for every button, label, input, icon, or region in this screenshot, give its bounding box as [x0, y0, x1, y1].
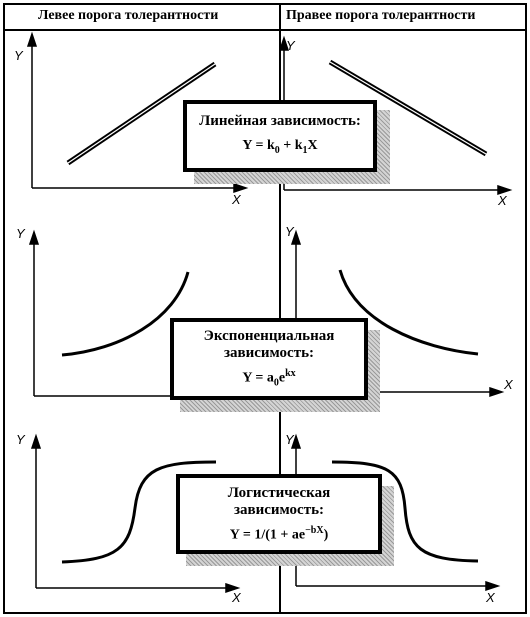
logistic-increasing-curve	[61, 460, 217, 564]
axis-label-x: X	[231, 192, 242, 207]
linear-formula: Y = k0 + k1X	[242, 138, 318, 156]
header-left: Левее порога толерантности	[38, 8, 219, 23]
outer-border	[3, 3, 527, 614]
logistic-formula-box: Логистическая зависимость: Y = 1/(1 + ae…	[176, 474, 382, 554]
linear-decreasing-curve	[328, 59, 488, 157]
axis-label-x: X	[485, 590, 496, 605]
linear-title: Линейная зависимость:	[199, 113, 361, 129]
axis-label-y: Y	[285, 432, 295, 447]
exponential-formula: Y = a0ekx	[242, 368, 296, 389]
axis-label-x: X	[231, 590, 242, 605]
header-right: Правее порога толерантности	[286, 8, 476, 23]
logistic-title-line2: зависимость:	[233, 502, 325, 518]
axis-label-y: Y	[285, 224, 295, 239]
axis-label-y: Y	[286, 38, 296, 53]
axis-label-y: Y	[16, 226, 26, 241]
exponential-increasing-curve	[61, 271, 190, 357]
exponential-title-line2: зависимость:	[223, 345, 315, 361]
logistic-title-line1: Логистическая	[227, 485, 331, 501]
exponential-decreasing-curve	[338, 269, 479, 356]
exponential-formula-box: Экспоненциальная зависимость: Y = a0ekx	[170, 318, 368, 400]
logistic-decreasing-curve	[331, 460, 479, 563]
linear-formula-box: Линейная зависимость: Y = k0 + k1X	[183, 100, 377, 172]
axis-label-y: Y	[16, 432, 26, 447]
logistic-formula: Y = 1/(1 + ae−bX)	[229, 525, 329, 543]
linear-increasing-curve	[66, 61, 217, 166]
axis-label-x: X	[503, 377, 514, 392]
exponential-title-line1: Экспоненциальная	[203, 328, 335, 344]
axis-label-x: X	[497, 193, 508, 208]
axis-label-y: Y	[14, 48, 24, 63]
